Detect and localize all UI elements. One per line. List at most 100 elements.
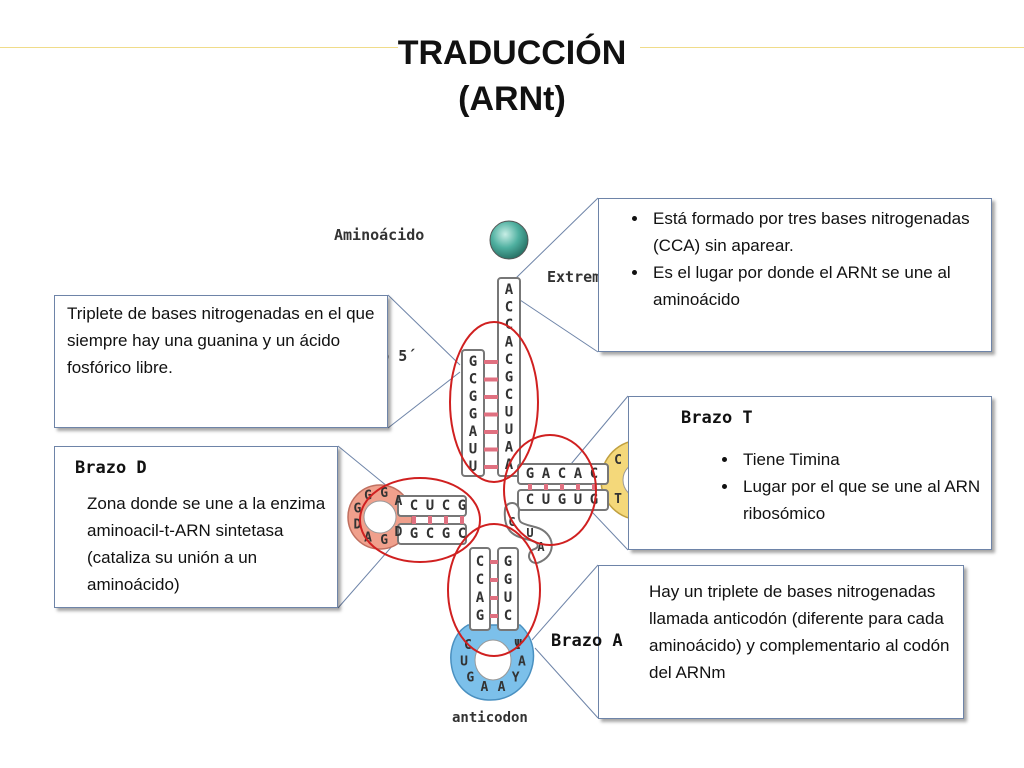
- anticodon_loop_bases-base: A: [498, 680, 506, 695]
- t_bottom_bases-base: U: [542, 492, 550, 508]
- anticodon-loop-inner: [474, 639, 512, 681]
- brazo-a-heading: Brazo A: [551, 631, 623, 651]
- t_bottom_bases-base: C: [526, 492, 534, 508]
- t_top_bases-base: A: [542, 466, 551, 482]
- t_loop_bases-base: T: [614, 492, 622, 507]
- d_loop_bases-base: A: [394, 494, 402, 509]
- d_loop_bases-base: D: [394, 525, 402, 540]
- d_loop_bases-base: D: [354, 518, 362, 533]
- a_left_bases-base: G: [476, 608, 484, 624]
- stem_left_bases-base: G: [469, 389, 477, 405]
- anticodon-stem-right-strand: [497, 547, 519, 631]
- acceptor-stem-right-strand: [497, 277, 521, 477]
- a_right_bases-base: U: [504, 590, 512, 606]
- a_right_bases-base: C: [504, 608, 512, 624]
- t_bottom_bases-base: U: [574, 492, 582, 508]
- stem_left_bases-base: U: [469, 459, 477, 475]
- stem_right_bases-base: G: [505, 370, 513, 386]
- t_loop_bases-base: C: [614, 453, 622, 468]
- d_bottom_bases-base: C: [426, 526, 434, 542]
- d-pair-lines: [412, 516, 464, 524]
- d_top_bases-base: G: [458, 498, 466, 514]
- t_bottom_bases-base: G: [590, 492, 598, 508]
- a_left_bases-base: A: [476, 590, 485, 606]
- callout-brazo-a: Hay un triplete de bases nitrogenadas ll…: [598, 565, 964, 719]
- anticodon-stem-left-strand: [469, 547, 491, 631]
- connector-cca: [515, 197, 599, 279]
- d_top_bases-base: C: [410, 498, 418, 514]
- connector-extremo5-bottom: [387, 371, 461, 429]
- d_loop_bases-base: G: [380, 533, 388, 548]
- connector-brazo-t: [565, 395, 629, 471]
- d_bottom_bases-base: C: [458, 526, 466, 542]
- d_top_bases-base: U: [426, 498, 434, 514]
- stem_right_bases-base: U: [505, 405, 513, 421]
- stem_left_bases-base: G: [469, 354, 477, 370]
- stem_right_bases-base: C: [505, 387, 513, 403]
- acceptor-pair-lines: [484, 360, 498, 469]
- callout-brazo-d: Brazo D Zona donde se une a la enzima am…: [54, 446, 338, 608]
- stem_right_bases-base: C: [505, 317, 513, 333]
- brazo-d-heading: Brazo D: [75, 458, 147, 478]
- anticodon-pair-lines: [490, 560, 498, 618]
- title-rule-right: [640, 47, 1024, 48]
- stem_right_bases-base: A: [505, 440, 514, 456]
- d_loop_bases-base: A: [364, 530, 372, 545]
- callout-cca-end: Está formado por tres bases nitrogenadas…: [598, 198, 992, 352]
- extremo5-text: Triplete de bases nitrogenadas en el que…: [67, 304, 375, 377]
- aminoacid-ball: [489, 220, 529, 260]
- t_top_bases-base: C: [558, 466, 566, 482]
- t_bottom_bases-base: G: [558, 492, 566, 508]
- cca-bullet-2: Es el lugar por donde el ARNt se une al …: [649, 259, 981, 313]
- d_loop_bases-base: G: [380, 486, 388, 501]
- highlight-anticodon-arm: [447, 523, 541, 657]
- brazo-t-bullet-2: Lugar por el que se une al ARN ribosómic…: [739, 473, 981, 527]
- stem_left_bases-base: U: [469, 442, 477, 458]
- callout-extremo5: Triplete de bases nitrogenadas en el que…: [54, 295, 388, 428]
- stem_right_bases-base: A: [505, 282, 514, 298]
- callout-brazo-t: Brazo T Tiene Timina Lugar por el que se…: [628, 396, 992, 550]
- brazo-a-text: Hay un triplete de bases nitrogenadas ll…: [649, 582, 950, 682]
- d_bottom_bases-base: G: [410, 526, 418, 542]
- anticodon_loop_bases-base: A: [481, 680, 489, 695]
- stem_left_bases-base: C: [469, 372, 477, 388]
- cca-bullet-1: Está formado por tres bases nitrogenadas…: [649, 205, 981, 259]
- a_right_bases-base: G: [504, 554, 512, 570]
- d_loop_bases-base: G: [364, 489, 372, 504]
- brazo-t-heading: Brazo T: [681, 408, 753, 428]
- a_right_bases-base: G: [504, 572, 512, 588]
- title-line-1: TRADUCCIÓN: [397, 34, 627, 72]
- stem_right_bases-base: C: [505, 352, 513, 368]
- stem_right_bases-base: C: [505, 300, 513, 316]
- stem_right_bases-base: A: [505, 335, 514, 351]
- stem_left_bases-base: G: [469, 407, 477, 423]
- connector-brazo-a: [531, 564, 599, 641]
- title-line-2: (ARNt): [458, 80, 566, 118]
- a_left_bases-base: C: [476, 572, 484, 588]
- connector-brazo-a-bottom: [534, 647, 599, 719]
- t_top_bases-base: G: [526, 466, 534, 482]
- highlight-ellipses: [359, 321, 597, 657]
- d_bottom_bases-base: G: [442, 526, 450, 542]
- a_left_bases-base: C: [476, 554, 484, 570]
- stem_left_bases-base: A: [469, 424, 478, 440]
- title-rule-left: [0, 47, 398, 48]
- d_loop_bases-base: G: [354, 501, 362, 516]
- d-loop-inner: [363, 500, 397, 534]
- anticodon_loop_bases-base: A: [518, 655, 526, 670]
- t-pair-lines: [528, 484, 596, 490]
- t_top_bases-base: A: [574, 466, 583, 482]
- brazo-t-bullet-1: Tiene Timina: [739, 446, 981, 473]
- highlight-d-arm: [359, 477, 481, 563]
